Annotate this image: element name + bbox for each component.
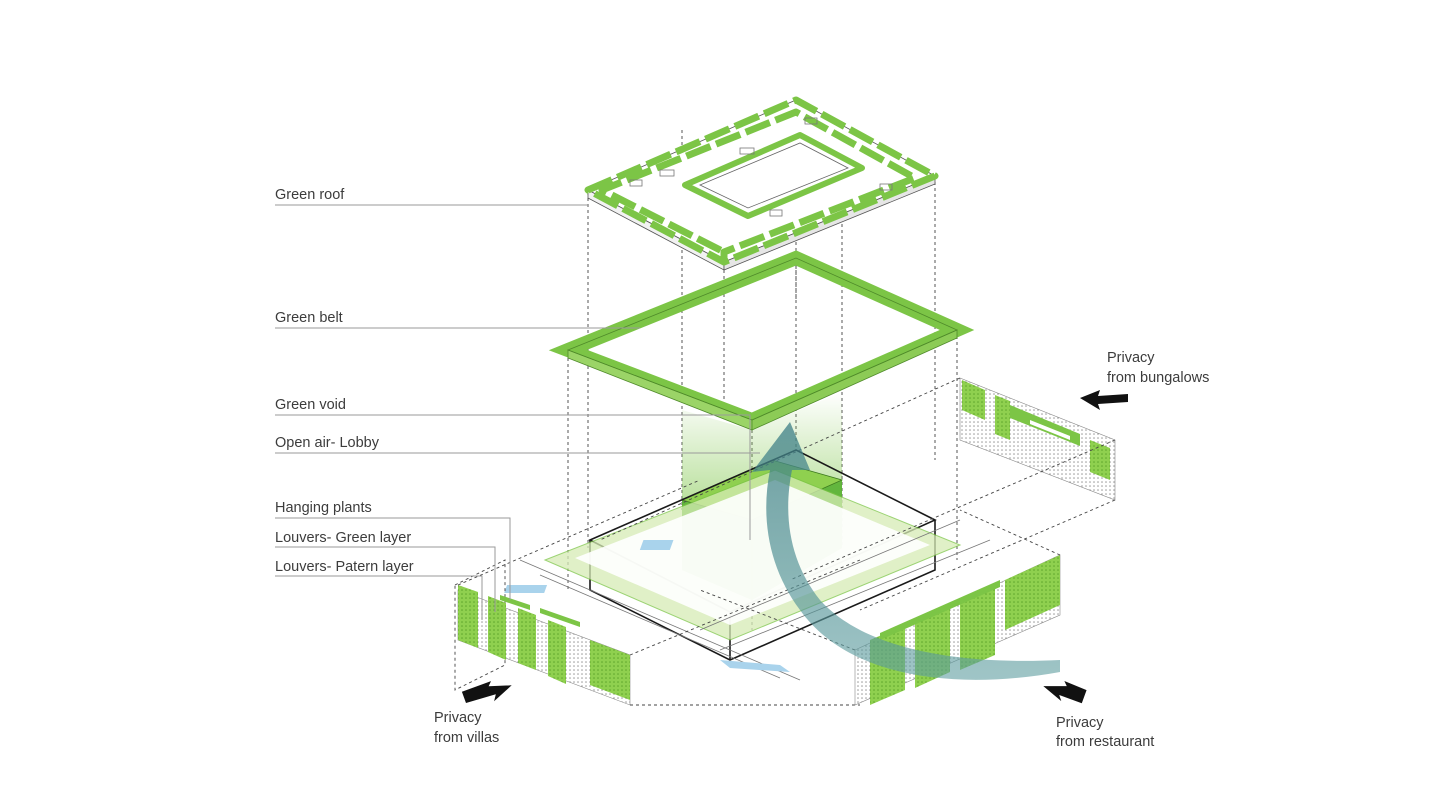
label-louvers-green-layer: Louvers- Green layer (275, 530, 411, 546)
arrow-from-bungalows-icon (1080, 390, 1128, 410)
ground-floor-plate (504, 469, 991, 681)
label-green-belt: Green belt (275, 310, 343, 326)
privacy-notes: Privacy from bungalows Privacy from vill… (434, 350, 1209, 750)
label-hanging-plants: Hanging plants (275, 500, 372, 516)
green-belt-ring (548, 250, 975, 431)
note-bungalows-line2: from bungalows (1107, 370, 1209, 386)
arrow-from-restaurant-icon (1043, 680, 1087, 704)
label-louvers-pattern-layer: Louvers- Patern layer (275, 559, 414, 575)
privacy-arrows (461, 390, 1128, 704)
green-roof-slab (584, 96, 939, 271)
note-bungalows-line1: Privacy (1107, 350, 1155, 366)
note-villas-line2: from villas (434, 730, 499, 746)
note-restaurant-line2: from restaurant (1056, 734, 1154, 750)
arrow-from-villas-icon (461, 681, 512, 703)
note-restaurant-line1: Privacy (1056, 715, 1104, 731)
leader-lines (275, 204, 760, 620)
airflow-arrow (752, 422, 1060, 680)
louver-wall-left (454, 479, 861, 706)
louver-wall-back-right (599, 377, 1116, 611)
layer-labels: Green roof Green belt Green void Open ai… (275, 187, 414, 575)
label-green-void: Green void (275, 397, 346, 413)
label-green-roof: Green roof (275, 187, 345, 203)
note-villas-line1: Privacy (434, 710, 482, 726)
label-open-air-lobby: Open air- Lobby (275, 435, 380, 451)
